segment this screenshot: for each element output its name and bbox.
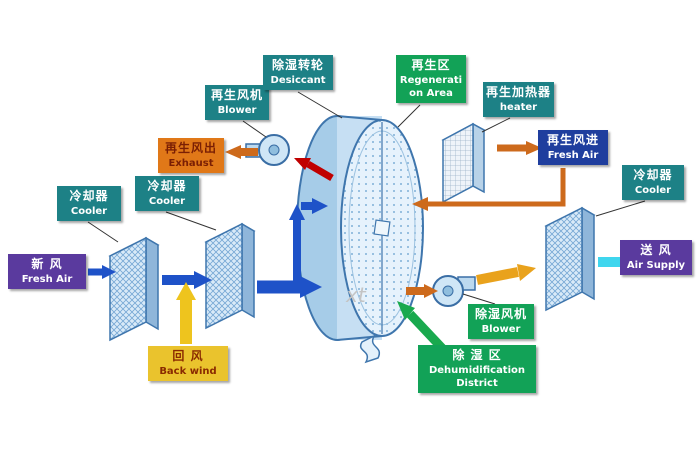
label-regen-area: 再生区 Regeneration Area — [396, 55, 466, 103]
label-back-wind: 回 风 Back wind — [148, 346, 228, 381]
dehum-district-arrow — [397, 301, 446, 352]
label-cooler-3: 冷却器 Cooler — [622, 165, 684, 200]
regen-air-arrows — [225, 141, 566, 298]
label-air-supply-en: Air Supply — [626, 259, 686, 271]
label-cooler-1-zh: 冷却器 — [69, 189, 109, 203]
label-dehum-blower: 除湿风机 Blower — [468, 304, 534, 339]
label-cooler-2-zh: 冷却器 — [147, 179, 187, 193]
label-fresh-air-in-en: Fresh Air — [21, 273, 73, 285]
label-air-supply: 送 风 Air Supply — [620, 240, 692, 275]
label-desiccant-wheel: 除湿转轮 Desiccant — [263, 55, 333, 90]
label-regen-air-in-en: Fresh Air — [547, 149, 599, 161]
label-regen-blower: 再生风机 Blower — [205, 85, 269, 120]
label-cooler-2: 冷却器 Cooler — [135, 176, 199, 211]
label-regen-air-in: 再生风进 Fresh Air — [538, 130, 608, 165]
label-dehum-district-zh: 除 湿 区 — [452, 348, 502, 362]
wheel-seal-ribbon — [359, 334, 381, 364]
dehum-outlet-arrow — [476, 264, 536, 285]
label-heater: 再生加热器 heater — [483, 82, 554, 117]
label-connector-lines — [87, 91, 646, 305]
label-regen-blower-zh: 再生风机 — [210, 88, 263, 102]
label-cooler-3-en: Cooler — [634, 184, 672, 196]
return-air-arrow — [176, 282, 196, 344]
label-back-wind-en: Back wind — [159, 365, 217, 377]
regen-outlet-arrow — [294, 158, 334, 182]
label-desiccant-wheel-zh: 除湿转轮 — [271, 58, 324, 72]
label-air-supply-zh: 送 风 — [640, 243, 672, 257]
label-cooler-1: 冷却器 Cooler — [57, 186, 121, 221]
label-cooler-3-zh: 冷却器 — [633, 168, 673, 182]
label-regen-blower-en: Blower — [217, 104, 257, 116]
label-regen-area-en: Regeneration Area — [399, 74, 463, 99]
label-exhaust-en: Exhaust — [168, 157, 214, 169]
heater-box — [441, 122, 486, 204]
label-desiccant-wheel-en: Desiccant — [270, 74, 326, 86]
dehum-blower-fan — [432, 275, 476, 307]
label-cooler-1-en: Cooler — [70, 205, 108, 217]
label-exhaust: 再生风出 Exhaust — [158, 138, 224, 173]
cooler-box-2 — [204, 222, 256, 330]
label-regen-air-in-zh: 再生风进 — [546, 133, 599, 147]
label-dehum-district-en: Dehumidification District — [428, 364, 526, 389]
cooler-box-1 — [108, 236, 160, 342]
label-dehum-blower-en: Blower — [481, 323, 521, 335]
label-heater-en: heater — [499, 101, 538, 113]
label-back-wind-zh: 回 风 — [172, 349, 204, 363]
supply-cooler-box — [544, 206, 596, 312]
label-dehum-blower-zh: 除湿风机 — [474, 307, 527, 321]
label-heater-zh: 再生加热器 — [486, 85, 552, 99]
label-regen-area-zh: 再生区 — [411, 58, 451, 72]
label-fresh-air-in: 新 风 Fresh Air — [8, 254, 86, 289]
label-fresh-air-in-zh: 新 风 — [31, 257, 63, 271]
label-exhaust-zh: 再生风出 — [164, 141, 217, 155]
label-cooler-2-en: Cooler — [148, 195, 186, 207]
process-air-arrows — [88, 198, 328, 298]
label-dehum-district: 除 湿 区 Dehumidification District — [418, 345, 536, 393]
